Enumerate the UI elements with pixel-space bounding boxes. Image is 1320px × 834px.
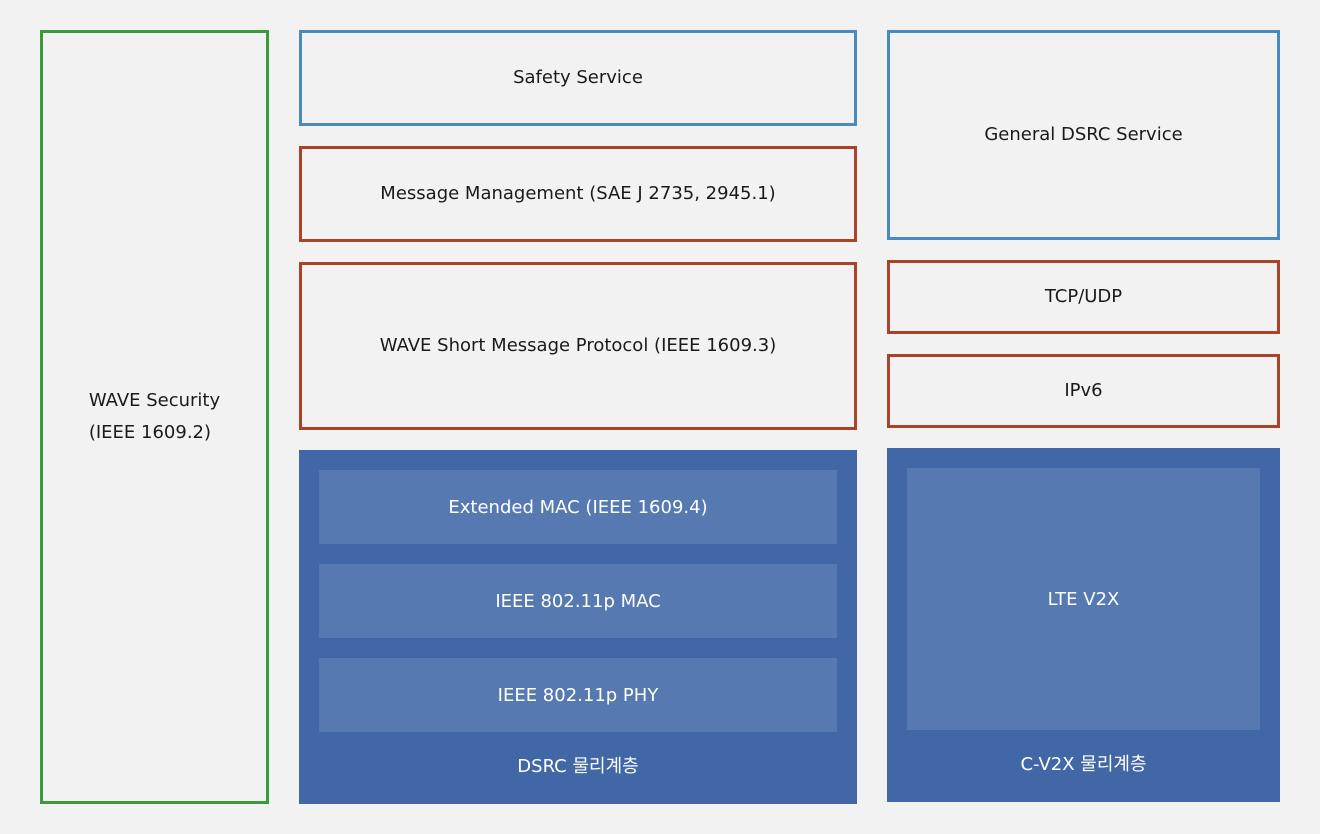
extended-mac-block: Extended MAC (IEEE 1609.4) — [319, 470, 837, 544]
message-management-label: Message Management (SAE J 2735, 2945.1) — [380, 183, 776, 204]
ieee-80211p-mac-label: IEEE 802.11p MAC — [495, 590, 661, 612]
lte-v2x-label: LTE V2X — [1047, 588, 1120, 610]
tcp-udp-label: TCP/UDP — [1044, 286, 1123, 307]
wave-security-box: WAVE Security (IEEE 1609.2) — [40, 30, 269, 804]
wave-security-title: WAVE Security — [88, 390, 221, 411]
general-dsrc-service-box: General DSRC Service — [887, 30, 1280, 240]
ieee-80211p-mac-block: IEEE 802.11p MAC — [319, 564, 837, 638]
tcp-udp-box: TCP/UDP — [887, 260, 1280, 334]
dsrc-physical-layer: Extended MAC (IEEE 1609.4) IEEE 802.11p … — [299, 450, 857, 804]
ipv6-label: IPv6 — [1064, 380, 1103, 401]
extended-mac-label: Extended MAC (IEEE 1609.4) — [448, 496, 708, 518]
cv2x-physical-layer: LTE V2X C-V2X 물리계층 — [887, 448, 1280, 802]
cv2x-physical-caption: C-V2X 물리계층 — [1020, 754, 1147, 775]
ieee-80211p-phy-label: IEEE 802.11p PHY — [497, 684, 659, 706]
wave-security-label: WAVE Security (IEEE 1609.2) — [89, 385, 220, 449]
wave-security-standard: (IEEE 1609.2) — [88, 422, 212, 443]
wsmp-box: WAVE Short Message Protocol (IEEE 1609.3… — [299, 262, 857, 430]
safety-service-label: Safety Service — [513, 67, 643, 88]
message-management-box: Message Management (SAE J 2735, 2945.1) — [299, 146, 857, 242]
wsmp-label: WAVE Short Message Protocol (IEEE 1609.3… — [379, 335, 777, 356]
dsrc-physical-caption: DSRC 물리계층 — [517, 756, 639, 777]
lte-v2x-block: LTE V2X — [907, 468, 1260, 730]
general-dsrc-service-label: General DSRC Service — [984, 124, 1183, 145]
ipv6-box: IPv6 — [887, 354, 1280, 428]
safety-service-box: Safety Service — [299, 30, 857, 126]
ieee-80211p-phy-block: IEEE 802.11p PHY — [319, 658, 837, 732]
